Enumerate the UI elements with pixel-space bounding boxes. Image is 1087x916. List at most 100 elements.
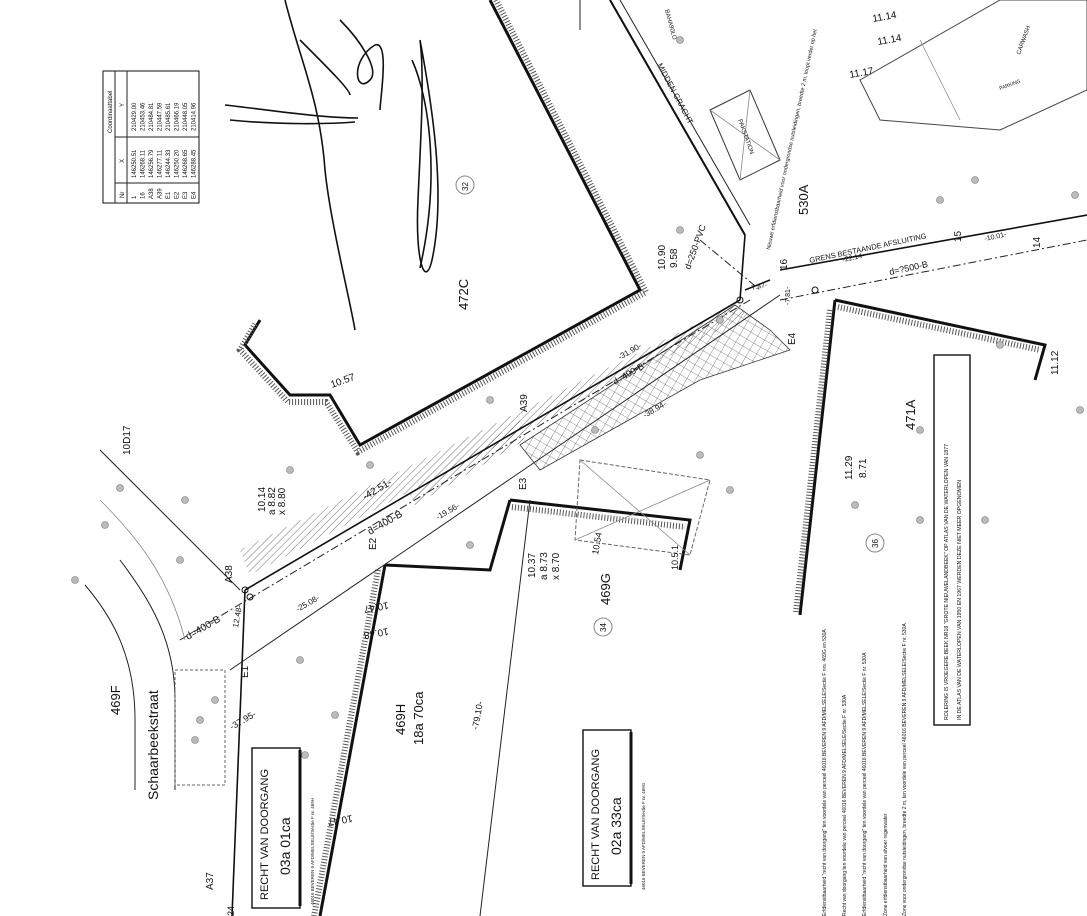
coord-cell-y: 210414.96	[192, 102, 198, 131]
building-469G	[384, 498, 692, 572]
tree-icon	[116, 484, 124, 492]
tree-icon	[696, 451, 704, 459]
elev-1090: 10.90	[657, 245, 668, 270]
tree-icon	[851, 501, 859, 509]
dim-7910: -79.10-	[470, 701, 485, 731]
coord-cell-y: 210453.46	[141, 102, 147, 131]
tree-icon	[286, 466, 294, 474]
survey-points: A37 A38 A39 E1 E2 E3 E4 15 16 14 24	[205, 230, 1043, 916]
elev-1037: 10.37	[527, 553, 538, 578]
point-15: 15	[953, 230, 964, 242]
point-A39: A39	[519, 394, 530, 412]
tree-icon	[916, 426, 924, 434]
elev-1114b: 11.14	[877, 33, 903, 48]
tree-icon	[1071, 191, 1079, 199]
coord-cell-nr: E1	[166, 191, 172, 199]
tree-icon	[676, 36, 684, 44]
point-E1: E1	[240, 665, 251, 678]
parcel-number-32: 32	[461, 182, 470, 191]
easement-box-469G: RECHT VAN DOORGANG 02a 33ca 46016 BEVERE…	[582, 729, 646, 890]
elev-1129: 11.29	[844, 455, 855, 480]
note-box: ROLERING IS VROEGERE BEEK NR18 "GROTE NI…	[933, 354, 971, 726]
tree-icon	[726, 486, 734, 494]
elev-882: a 8.82	[267, 487, 278, 515]
tree-icon	[196, 716, 204, 724]
elev-1047b: 10.47	[326, 812, 353, 827]
elev-1054: 10.54	[590, 531, 604, 555]
legend-line-3: Erfdienstbaarheid "recht van doorgang" t…	[862, 652, 868, 916]
schaarbeekstraat-road	[84, 499, 226, 790]
parcel-469G: 469G	[598, 573, 613, 605]
elev-880: x 8.80	[277, 487, 288, 515]
building-471A	[793, 298, 1047, 616]
elev-1051: 10.5.1	[670, 545, 680, 570]
coord-cell-y: 210429.00	[132, 102, 138, 131]
sewer-d400-a: d=400-B	[184, 614, 223, 643]
dim-747: 7.47-	[751, 282, 769, 292]
coord-cell-y: 210484.81	[149, 102, 155, 131]
point-E3: E3	[518, 477, 529, 490]
easement-sub-469H: 46016 BEVEREN 9 AFD/MELSELE/Sectie F nr.…	[310, 798, 315, 905]
tree-icon	[191, 736, 199, 744]
bath-label: BAHA90LO	[663, 9, 677, 41]
point-E4: E4	[787, 332, 798, 345]
tree-icon	[331, 711, 339, 719]
elev-1117: 11.17	[849, 66, 875, 81]
parcel-530A: 530A	[796, 184, 811, 215]
elev-1048: 10.48	[362, 625, 389, 640]
note-line-1: ROLERING IS VROEGERE BEEK NR18 "GROTE NI…	[944, 444, 950, 720]
building-472C	[236, 0, 650, 456]
tree-icon	[296, 656, 304, 664]
coord-cell-y: 210466.19	[175, 102, 181, 131]
pakstation-label: PAKSTATION	[736, 119, 754, 156]
parking-label: PARKING	[999, 79, 1022, 92]
tree-icon	[996, 341, 1004, 349]
tree-icon	[181, 496, 189, 504]
point-E2: E2	[368, 537, 379, 550]
elev-873: a 8.73	[539, 552, 550, 580]
tree-icon	[176, 556, 184, 564]
elev-871: 8.71	[858, 458, 869, 478]
tree-icon	[71, 576, 79, 584]
coord-cell-x: 146250.20	[175, 149, 181, 178]
sewer-d250: d=250-PVC	[682, 223, 708, 271]
parcel-471A: 471A	[903, 399, 918, 430]
coordinate-table: Coordinaattabel Nr X Y 1146250.51210429.…	[102, 70, 200, 204]
parcel-10D17: 10D17	[122, 425, 133, 455]
elev-1114: 11.14	[872, 10, 898, 25]
dim-3795: -37.95-	[228, 709, 258, 732]
tree-icon	[916, 516, 924, 524]
dim-1956: -19.56-	[435, 501, 462, 522]
coord-cell-y: 210447.59	[158, 102, 164, 131]
parcel-469H: 469H	[393, 704, 408, 735]
coord-cell-x: 146244.33	[166, 149, 172, 178]
coord-cell-x: 146288.45	[192, 149, 198, 178]
dim-781: -7.81-	[785, 286, 792, 305]
coord-cell-x: 146277.11	[158, 149, 164, 178]
point-A38: A38	[224, 565, 235, 583]
midden-gracht-ditch	[609, 0, 751, 236]
coord-cell-y: 210448.05	[183, 102, 189, 131]
coord-col-nr: Nr	[120, 192, 126, 198]
point-A37: A37	[205, 872, 216, 890]
easement-area-469H: 03a 01ca	[277, 817, 293, 875]
street-name: Schaarbeekstraat	[145, 690, 161, 800]
tree-icon	[591, 426, 599, 434]
easement-box-469H: RECHT VAN DOORGANG 03a 01ca 46016 BEVERE…	[251, 747, 315, 909]
elev-1112: 11.12	[1050, 350, 1061, 375]
tree-icon	[981, 516, 989, 524]
tree-icon	[466, 541, 474, 549]
midden-gracht-label: MIDDEN GRACHT	[655, 62, 695, 126]
coord-cell-nr: 1	[132, 195, 138, 199]
legend: Erfdienstbaarheid "recht van doorgang" t…	[822, 623, 908, 916]
point-16: 16	[779, 258, 790, 270]
dim-2214: -22.14-	[842, 252, 866, 264]
trees	[71, 36, 1084, 759]
servitude-strip	[240, 304, 791, 575]
tree-icon	[971, 176, 979, 184]
coord-cell-nr: A39	[158, 188, 164, 199]
legend-line-5: Zone voor ondergrondse nutsleidingen, br…	[902, 623, 908, 916]
coord-col-y: Y	[120, 103, 126, 107]
legend-line-4: Zone erfdienstbaarheid van afvoer regenw…	[883, 813, 889, 916]
tree-icon	[366, 461, 374, 469]
